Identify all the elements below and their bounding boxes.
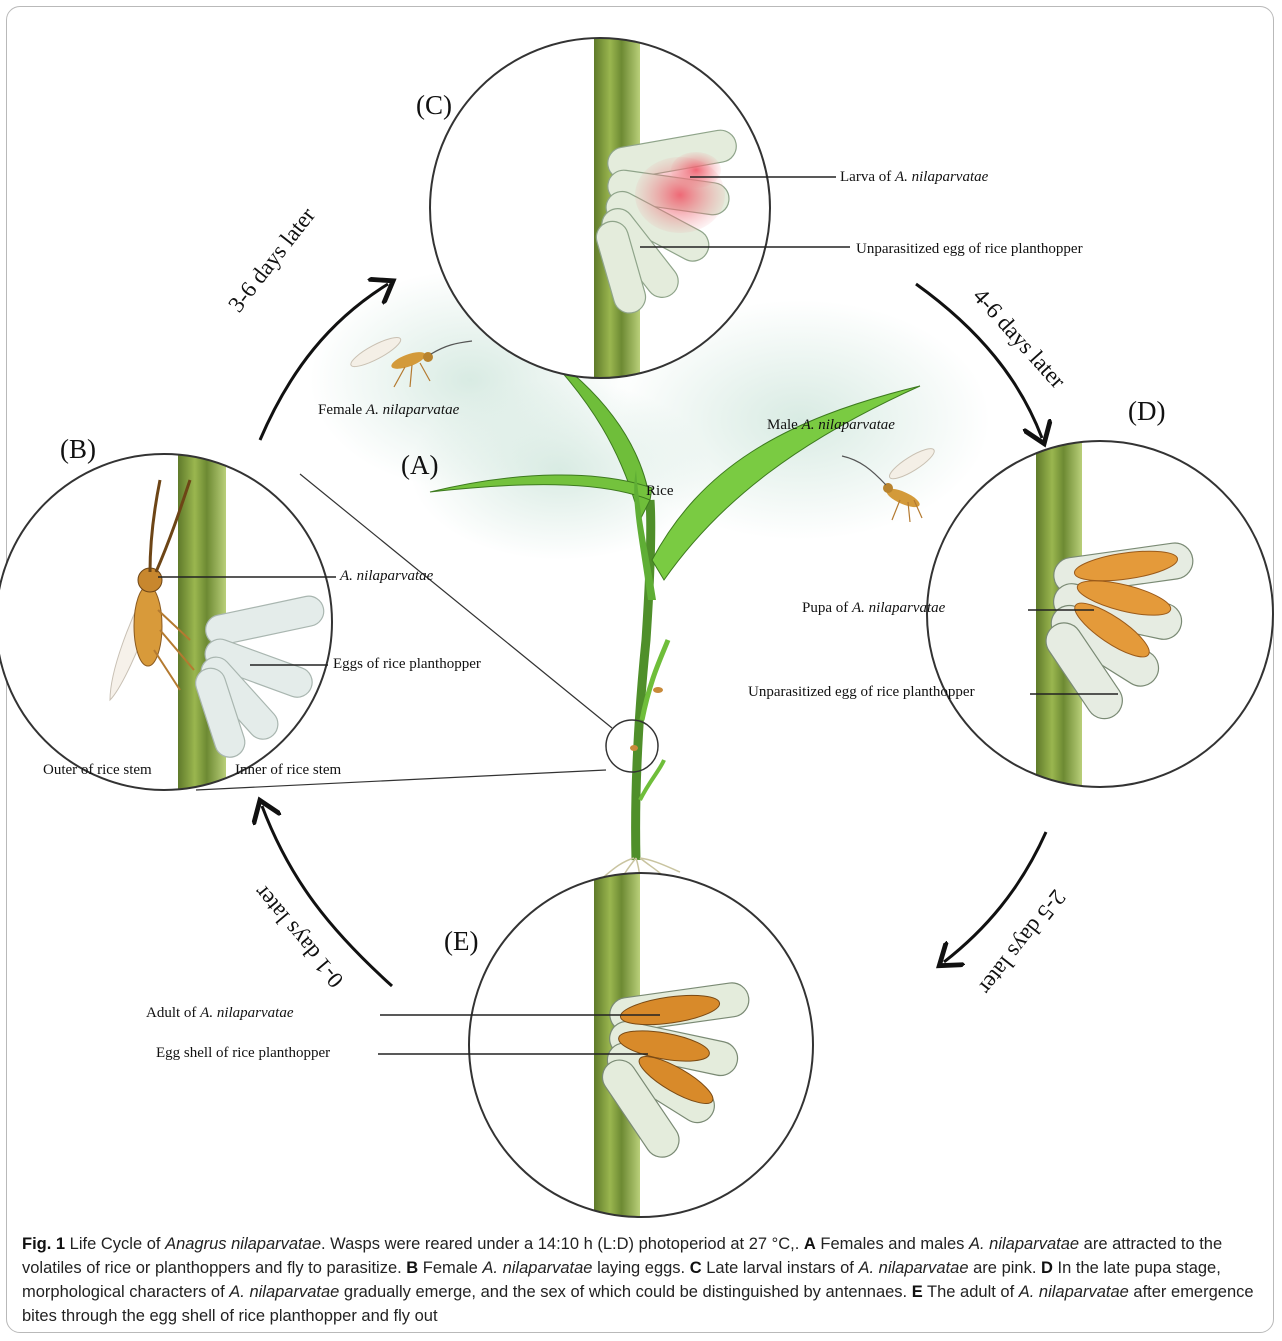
b-eggs-label: Eggs of rice planthopper bbox=[333, 657, 481, 672]
female-label: Female A. nilaparvatae bbox=[318, 403, 459, 418]
e-eggshell-label: Egg shell of rice planthopper bbox=[156, 1046, 330, 1061]
rice-label: Rice bbox=[646, 484, 674, 499]
panel-label-a: (A) bbox=[401, 452, 438, 479]
d-pupa-label: Pupa of A. nilaparvatae bbox=[802, 601, 945, 616]
panel-label-e: (E) bbox=[444, 928, 478, 955]
caption-fig-number: Fig. 1 bbox=[22, 1235, 65, 1253]
panel-b-magnified bbox=[0, 440, 332, 810]
b-outer-label: Outer of rice stem bbox=[43, 763, 152, 778]
panel-label-b: (B) bbox=[60, 436, 96, 463]
figure-caption: Fig. 1 Life Cycle of Anagrus nilaparvata… bbox=[22, 1232, 1254, 1328]
panel-e-magnified bbox=[469, 870, 813, 1220]
panel-label-c: (C) bbox=[416, 92, 452, 119]
c-larva-label: Larva of A. nilaparvatae bbox=[840, 170, 988, 185]
male-label: Male A. nilaparvatae bbox=[767, 418, 895, 433]
b-inner-label: Inner of rice stem bbox=[235, 763, 341, 778]
panel-label-d: (D) bbox=[1128, 398, 1165, 425]
d-unparasitized-label: Unparasitized egg of rice planthopper bbox=[748, 685, 975, 700]
b-wasp-label: A. nilaparvatae bbox=[340, 569, 433, 584]
c-unparasitized-label: Unparasitized egg of rice planthopper bbox=[856, 242, 1083, 257]
panel-d-magnified bbox=[927, 440, 1273, 790]
e-adult-label: Adult of A. nilaparvatae bbox=[146, 1006, 294, 1021]
